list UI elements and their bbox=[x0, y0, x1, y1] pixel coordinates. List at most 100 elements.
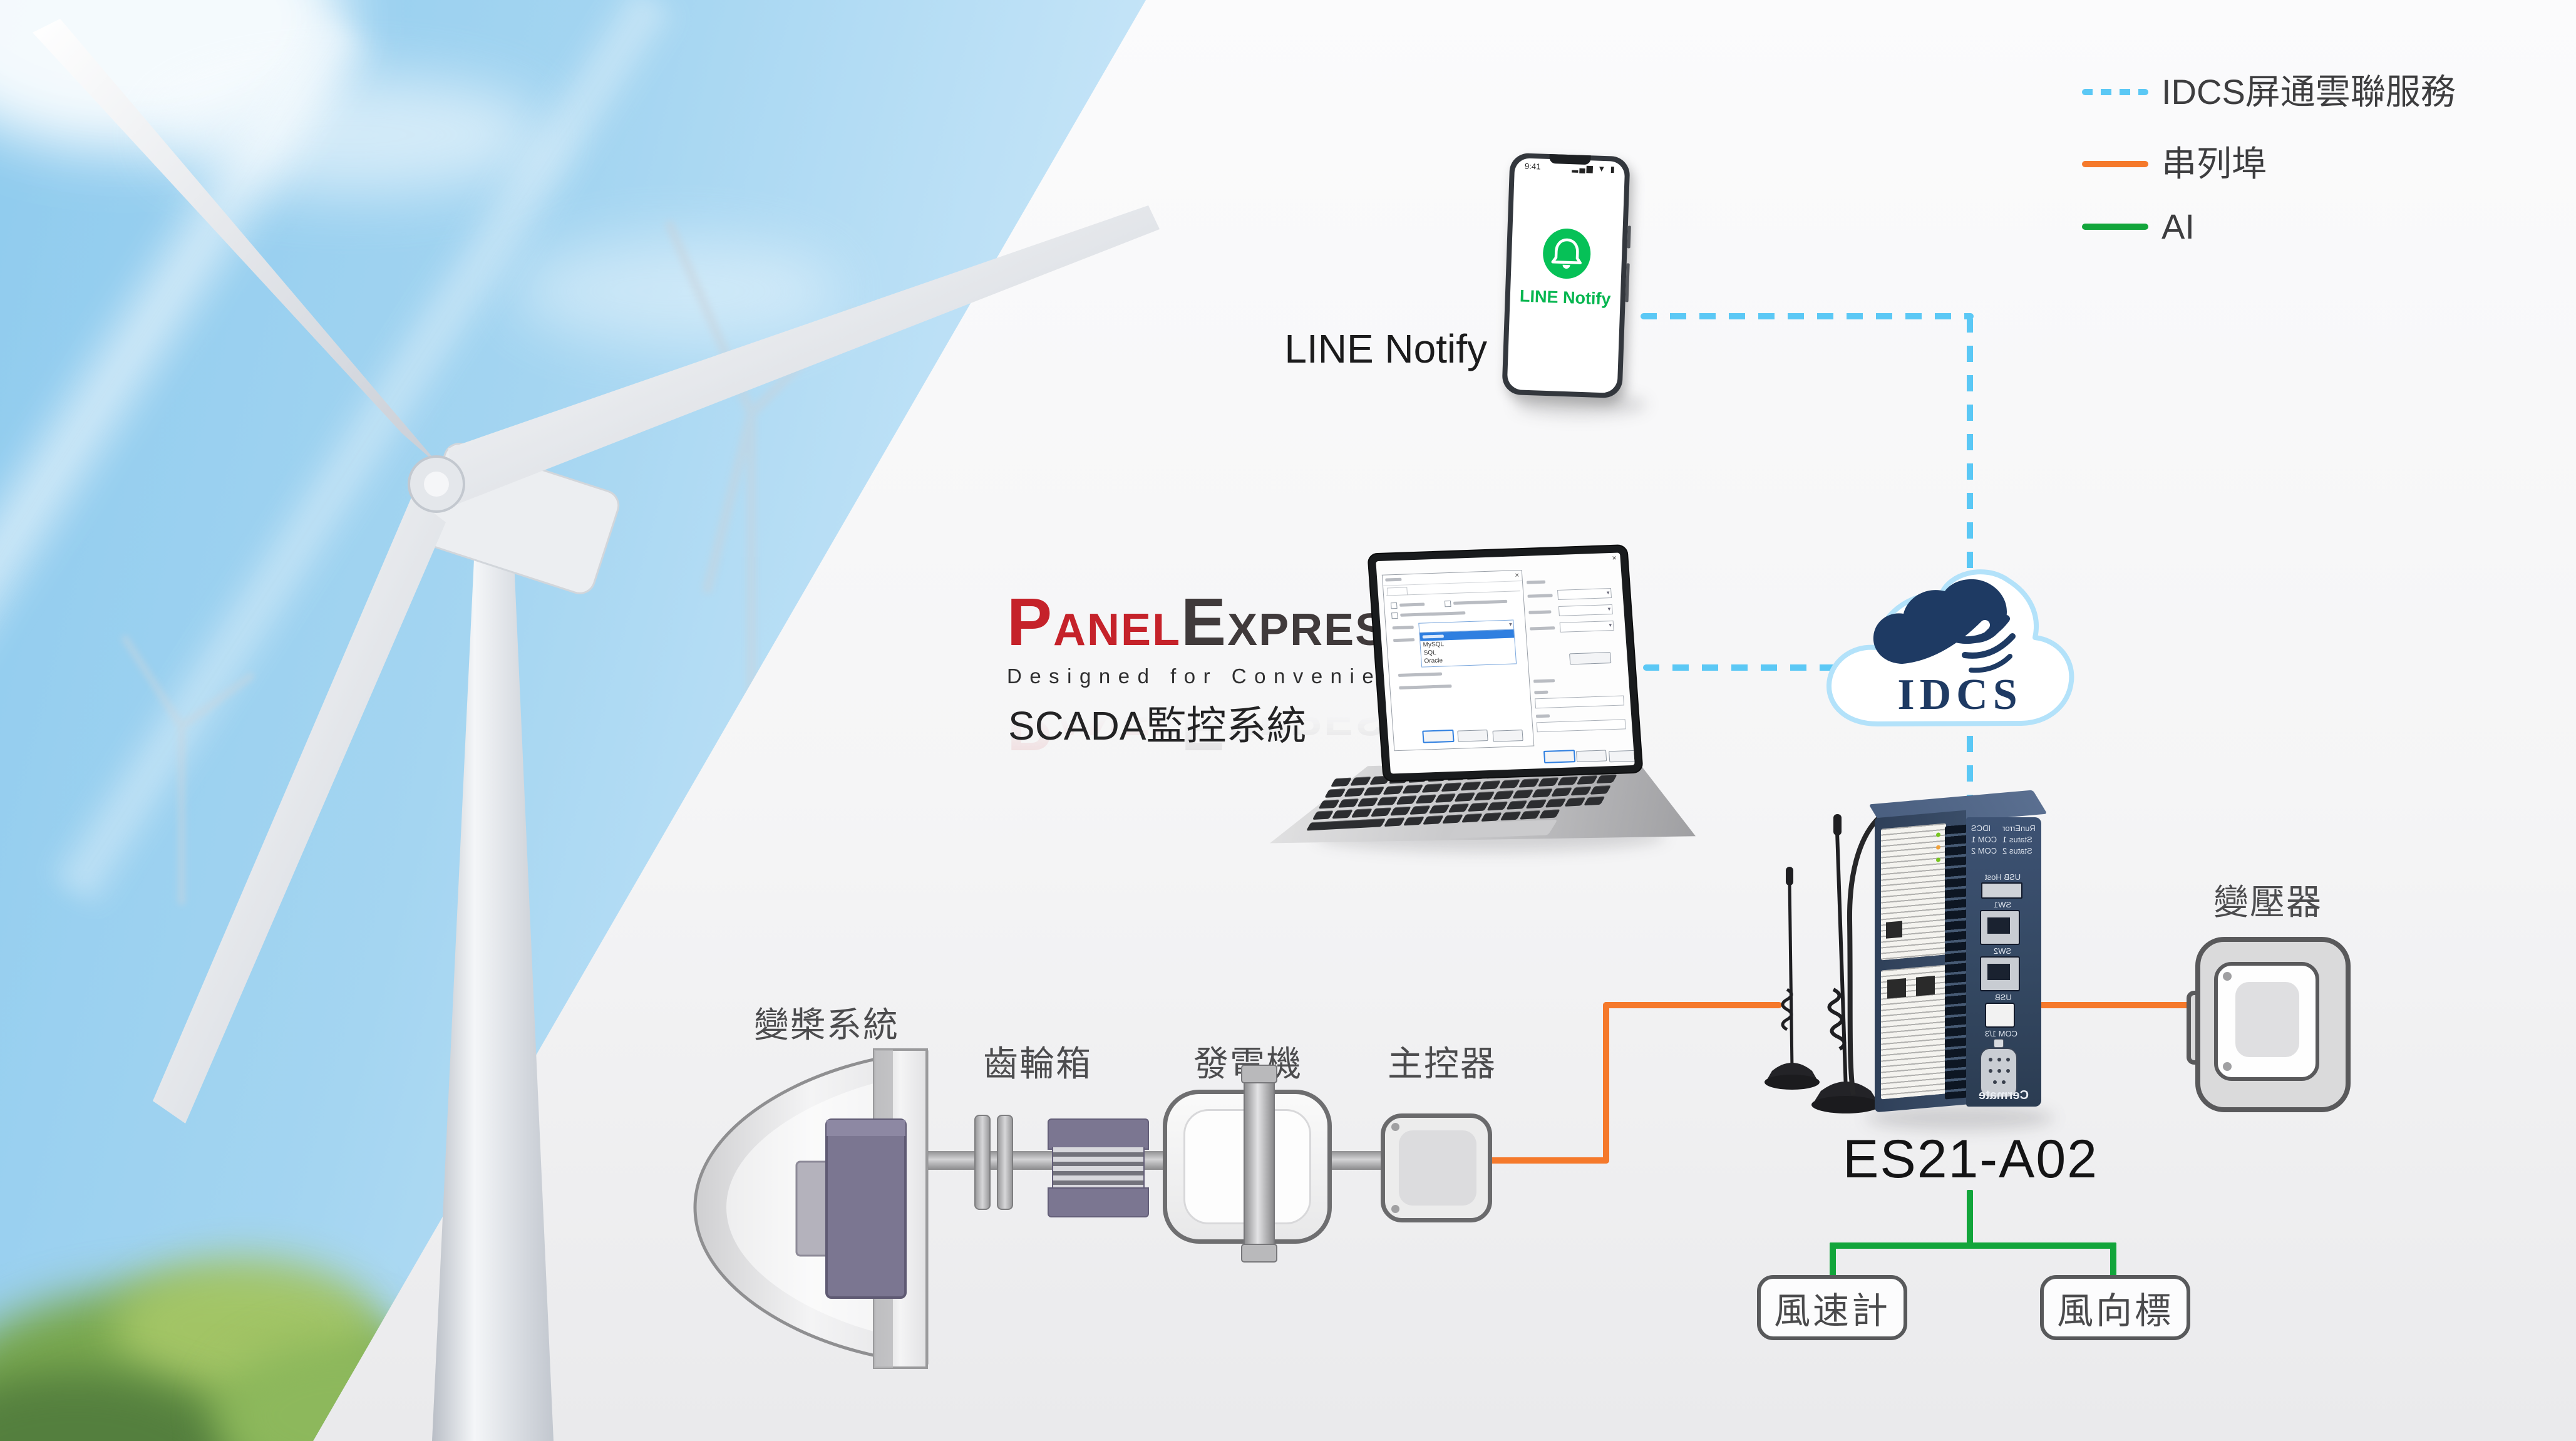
gateway-label: COM 1/3 bbox=[1985, 1029, 2018, 1038]
legend-label-idcs: IDCS屏通雲聯服務 bbox=[2161, 72, 2456, 111]
text-input[interactable] bbox=[1536, 719, 1626, 733]
keyboard-key bbox=[1435, 793, 1456, 803]
antenna-icon bbox=[1765, 867, 1820, 1090]
idcs-link-gateway bbox=[1967, 706, 1973, 819]
keyboard-key bbox=[1344, 787, 1366, 797]
scada-caption: SCADA監控系統 bbox=[1008, 703, 1307, 748]
cloud-name: IDCS bbox=[1897, 671, 2022, 719]
keyboard-key bbox=[1421, 783, 1443, 793]
usb-host-port bbox=[1981, 882, 2022, 899]
keyboard-key bbox=[1349, 776, 1372, 786]
keyboard-key bbox=[1531, 788, 1553, 798]
gateway-terminal-block bbox=[1945, 824, 1967, 1100]
idcs-link-phone-vertical bbox=[1967, 316, 1973, 574]
ai-line-right-drop bbox=[2110, 1242, 2116, 1278]
phone-caption: LINE Notify bbox=[1284, 326, 1487, 371]
gearbox-top bbox=[1048, 1118, 1149, 1150]
keyboard-key bbox=[1480, 812, 1503, 822]
keyboard-key bbox=[1383, 785, 1404, 795]
keyboard-key bbox=[1525, 799, 1547, 809]
checkbox[interactable] bbox=[1390, 602, 1398, 609]
keyboard-key bbox=[1493, 790, 1515, 800]
text-input[interactable] bbox=[1535, 695, 1625, 709]
keyboard-key bbox=[1461, 813, 1483, 823]
dialog-right-panel: ▾ ▾ ▾ bbox=[1526, 578, 1629, 745]
keyboard-key bbox=[1518, 778, 1540, 788]
status-time: 9:41 bbox=[1524, 161, 1541, 172]
export-button[interactable] bbox=[1569, 652, 1612, 665]
keyboard-key bbox=[1422, 815, 1445, 825]
checkbox[interactable] bbox=[1391, 612, 1398, 619]
keyboard-key bbox=[1415, 794, 1437, 804]
legend-label-ai: AI bbox=[2161, 207, 2195, 246]
serial-line-to-gateway bbox=[1603, 1002, 1782, 1008]
pitch-system-label: 變槳系統 bbox=[754, 1005, 899, 1045]
checkbox[interactable] bbox=[1444, 600, 1451, 607]
keyboard-key bbox=[1351, 808, 1373, 818]
pitch-system bbox=[693, 1048, 929, 1369]
keyboard-key bbox=[1545, 798, 1567, 808]
dialog-cancel-button[interactable] bbox=[1457, 730, 1488, 742]
keyboard-key bbox=[1363, 786, 1385, 796]
idcs-cloud: IDCS bbox=[1826, 569, 2074, 726]
select-field[interactable]: ▾ bbox=[1559, 620, 1614, 633]
gateway-brand: Cermate bbox=[1978, 1088, 2029, 1102]
logo-p: P bbox=[1007, 584, 1054, 659]
keyboard-key bbox=[1409, 805, 1431, 815]
keyboard-key bbox=[1324, 788, 1346, 798]
keyboard-key bbox=[1589, 785, 1612, 795]
select-field[interactable]: ▾ bbox=[1557, 588, 1612, 601]
dialog-close-icon[interactable]: × bbox=[1514, 571, 1520, 580]
gateway-model-label: ES21-A02 bbox=[1842, 1129, 2099, 1189]
ai-line-left-drop bbox=[1830, 1242, 1836, 1278]
dialog-apply-button[interactable] bbox=[1492, 730, 1523, 742]
keyboard-key bbox=[1448, 803, 1470, 813]
keyboard-key bbox=[1550, 787, 1573, 797]
gateway-label: USB bbox=[1995, 993, 2012, 1002]
serial-line-riser bbox=[1603, 1002, 1609, 1164]
keyboard-key bbox=[1403, 816, 1425, 826]
keyboard-key bbox=[1306, 818, 1386, 831]
idcs-logo-icon bbox=[1872, 579, 2016, 674]
transformer-inner-panel bbox=[2214, 962, 2319, 1081]
window-cancel-button[interactable] bbox=[1575, 750, 1607, 763]
gateway-side-sticker bbox=[1881, 964, 1946, 1100]
coupling-disc bbox=[997, 1115, 1013, 1210]
keyboard-key bbox=[1441, 814, 1464, 824]
phone-power-button bbox=[1625, 263, 1630, 302]
ai-line-bar bbox=[1830, 1242, 2116, 1249]
select-field[interactable]: ▾ bbox=[1558, 604, 1613, 616]
coupling-disc bbox=[974, 1115, 991, 1210]
window-close-icon[interactable]: × bbox=[1612, 553, 1617, 562]
keyboard-key bbox=[1460, 781, 1482, 791]
laptop-display: × × ▾ bbox=[1376, 552, 1635, 774]
dialog-titlebar: × bbox=[1382, 571, 1522, 586]
generator-band-cap bbox=[1241, 1244, 1277, 1263]
legend-swatch-ai bbox=[2082, 224, 2148, 230]
line-notify-app-icon bbox=[1542, 227, 1592, 280]
keyboard-key bbox=[1440, 782, 1463, 792]
dialog-ok-button[interactable] bbox=[1422, 729, 1455, 743]
logo-tagline: Designed for Convenience bbox=[1007, 664, 1438, 688]
keyboard-key bbox=[1331, 809, 1354, 819]
keyboard-key bbox=[1383, 817, 1406, 827]
serial-db9-port bbox=[1980, 1048, 2017, 1098]
gateway-label: Status 2 bbox=[2002, 846, 2032, 855]
keyboard-key bbox=[1506, 800, 1528, 810]
phone: 9:41 ▂▄▆ ▼ ▮ LINE Notify bbox=[1502, 152, 1631, 399]
gateway-label: Status 1 bbox=[2002, 835, 2032, 844]
keyboard-key bbox=[1595, 774, 1617, 784]
keyboard-key bbox=[1402, 784, 1424, 794]
keyboard-key bbox=[1537, 777, 1560, 787]
phone-shadow bbox=[1515, 393, 1647, 416]
phone-notch bbox=[1549, 153, 1591, 165]
keyboard-key bbox=[1486, 801, 1508, 811]
keyboard-key bbox=[1370, 807, 1393, 817]
antenna-icon bbox=[1811, 814, 1880, 1113]
window-help-button[interactable] bbox=[1609, 750, 1635, 763]
database-dropdown: MySQL SQL Oracle bbox=[1419, 629, 1517, 668]
keyboard-key bbox=[1357, 797, 1379, 807]
keyboard-key bbox=[1396, 795, 1418, 805]
keyboard-key bbox=[1570, 786, 1592, 796]
window-ok-button[interactable] bbox=[1543, 750, 1576, 763]
